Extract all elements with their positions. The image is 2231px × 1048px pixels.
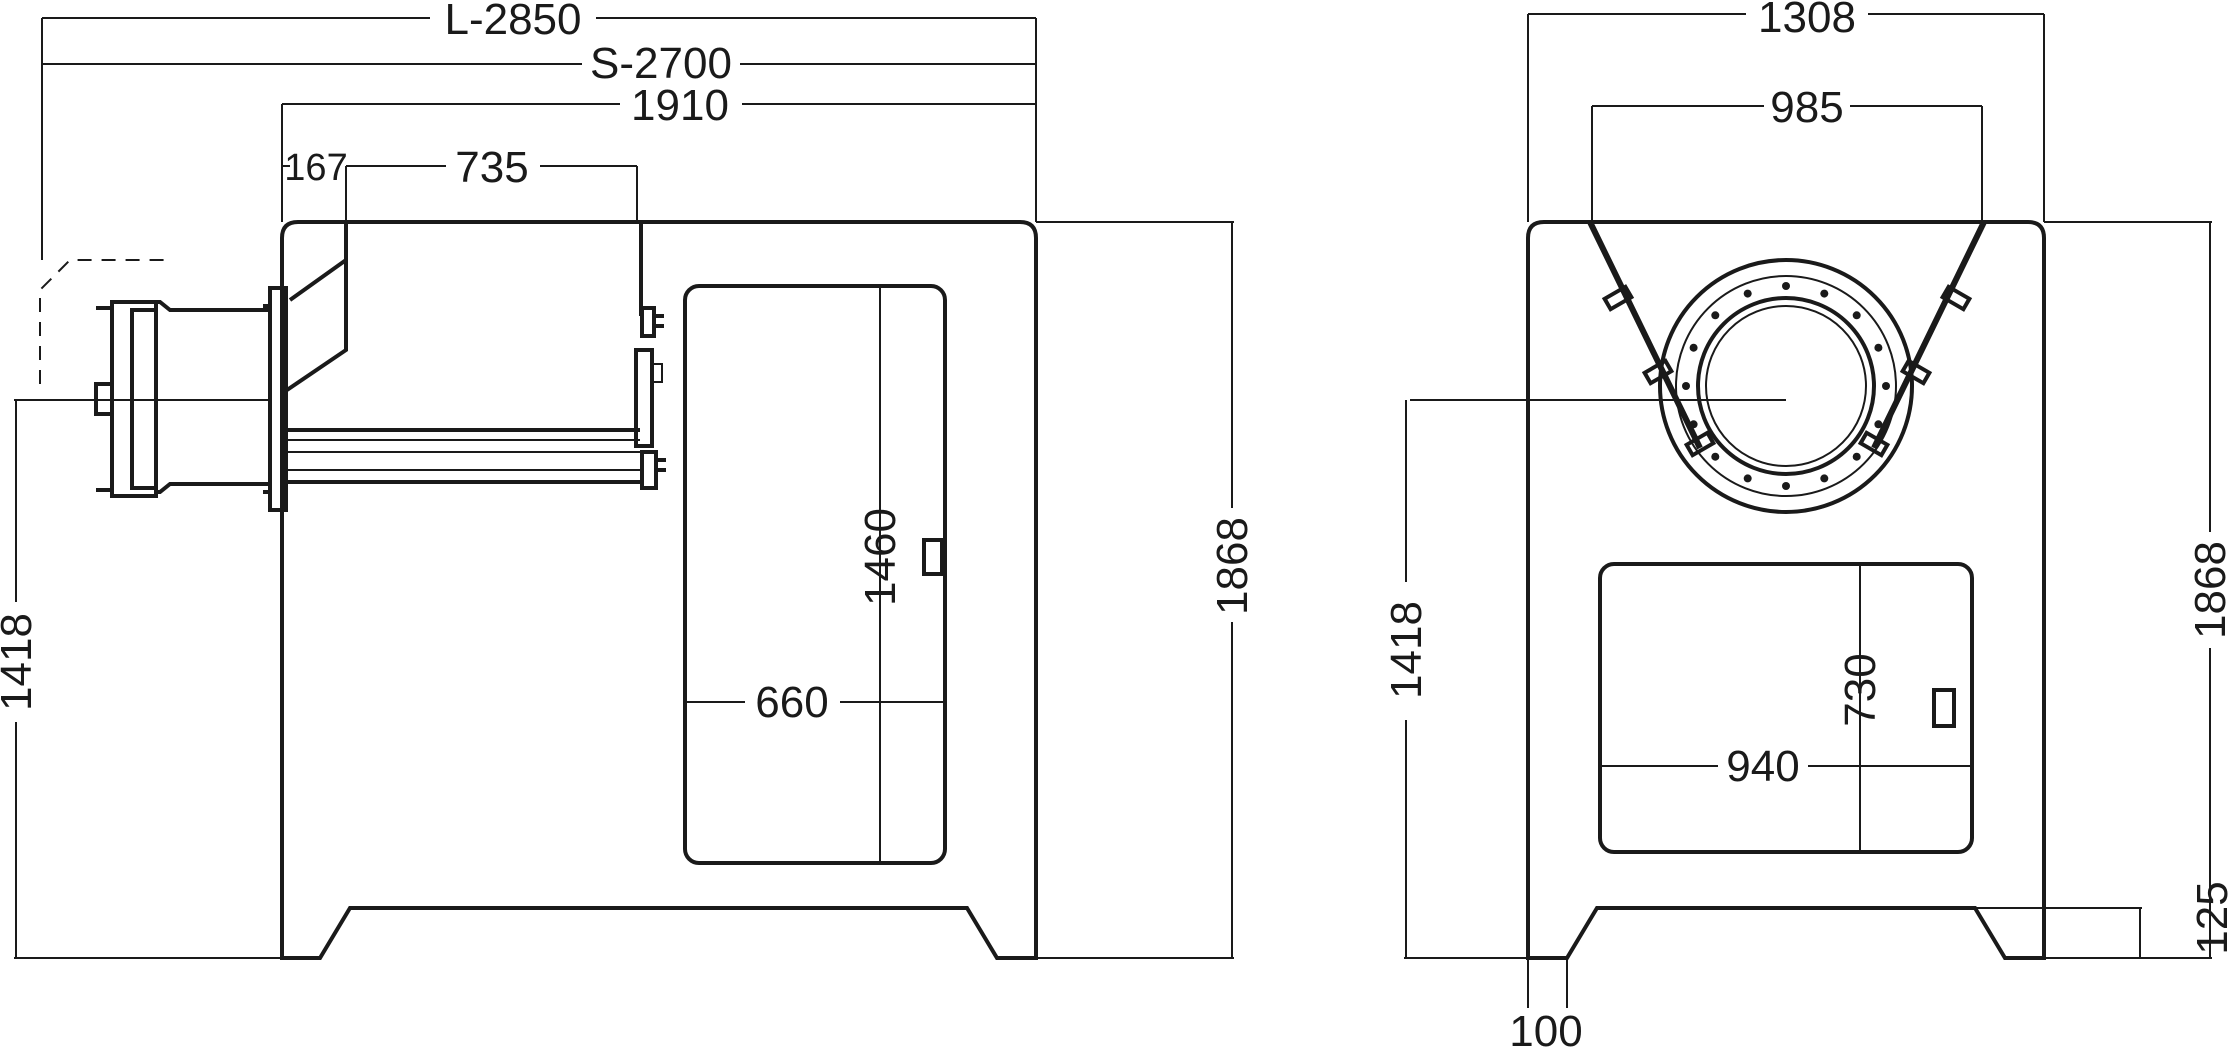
drum-shaft — [288, 428, 640, 484]
side-height-dimension — [1036, 221, 1234, 959]
dim-drum-length: 735 — [455, 143, 528, 192]
front-axis-dimension — [1404, 400, 1528, 959]
shaft-end-bracket — [634, 224, 666, 490]
bolt-hole — [1874, 420, 1883, 429]
dim-door-width: 660 — [755, 678, 828, 727]
front-door-handle — [1932, 688, 1956, 728]
bolt-hole — [1711, 311, 1720, 320]
feed-chute — [285, 222, 348, 392]
dim-leg-width: 100 — [1509, 1007, 1582, 1048]
dim-overall-width: 1308 — [1758, 0, 1856, 42]
bolt-hole — [1743, 289, 1752, 298]
dim-body-length: 1910 — [631, 81, 729, 130]
dim-leg-height: 125 — [2188, 881, 2231, 954]
bolt-hole — [1852, 452, 1861, 461]
dim-overall-height-front: 1868 — [2186, 541, 2231, 639]
front-view: 1308 985 940 730 1418 1868 125 100 — [1382, 0, 2231, 1048]
side-view: L-2850 S-2700 1910 167 735 660 1460 1868… — [0, 0, 1257, 960]
side-door-handle — [922, 538, 944, 576]
dim-door-height: 1460 — [856, 508, 905, 606]
dim-axis-height-front: 1418 — [1382, 601, 1431, 699]
hopper — [1587, 220, 1987, 450]
side-axis-dimension — [14, 399, 282, 959]
front-top-dimensions — [1527, 13, 2045, 222]
side-body-outline — [280, 220, 1038, 960]
side-top-dimensions — [41, 17, 1037, 260]
front-door — [1598, 562, 1974, 854]
dim-flange-offset: 167 — [284, 147, 347, 189]
leg-width-dimension — [1527, 958, 1568, 1008]
dim-overall-height-side: 1868 — [1208, 517, 1257, 615]
hopper-lugs — [1601, 284, 1973, 458]
bolt-hole — [1820, 474, 1829, 483]
dim-front-door-width: 940 — [1726, 742, 1799, 791]
bolt-hole — [1743, 474, 1752, 483]
dim-short-length: S-2700 — [590, 39, 732, 88]
front-body-outline — [1526, 220, 2046, 960]
bolt-hole — [1820, 289, 1829, 298]
dim-overall-length: L-2850 — [444, 0, 581, 44]
bolt-hole — [1782, 482, 1790, 490]
bolt-hole — [1874, 343, 1883, 352]
leg-height-dimension — [1975, 907, 2142, 958]
bolt-hole — [1682, 382, 1690, 390]
dim-hopper-width: 985 — [1770, 83, 1843, 132]
dim-axis-height-side: 1418 — [0, 613, 41, 711]
bolt-hole — [1689, 343, 1698, 352]
lid-swing-outline — [39, 259, 166, 384]
side-door — [683, 284, 947, 865]
rotor-disc — [1410, 258, 1914, 514]
bolt-hole — [1782, 282, 1790, 290]
dim-front-door-height: 730 — [1836, 653, 1885, 726]
bolt-hole — [1882, 382, 1890, 390]
bolt-hole — [1689, 420, 1698, 429]
bolt-hole — [1711, 452, 1720, 461]
bolt-hole — [1852, 311, 1861, 320]
front-height-dimension — [2044, 221, 2212, 959]
bolt-holes — [1682, 282, 1890, 490]
